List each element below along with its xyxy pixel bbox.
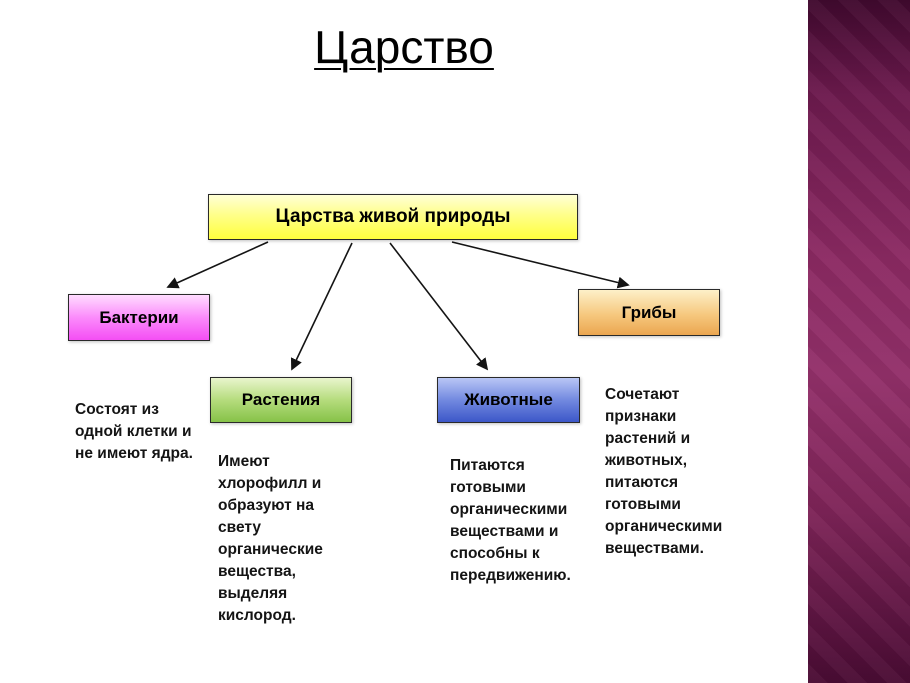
description-plants: Имеют хлорофилл и образуют на свету орга… [218, 453, 323, 624]
description-bacteria: Состоят из одной клетки и не имеют ядра. [75, 401, 193, 462]
node-root-label: Царства живой природы [275, 206, 511, 227]
page-title-text: Царство [314, 21, 494, 73]
decorative-stripe [808, 0, 910, 683]
description-fungi: Сочетают признаки растений и животных, п… [605, 386, 723, 557]
node-animals: Животные [437, 377, 580, 423]
node-fungi-label: Грибы [621, 302, 677, 322]
description-animals: Питаются готовыми органическими вещества… [450, 457, 571, 584]
node-plants: Растения [210, 377, 352, 423]
node-fungi: Грибы [578, 289, 720, 336]
node-bacteria-label: Бактерии [99, 307, 179, 327]
page-title: Царство [0, 20, 808, 74]
node-root-kingdoms: Царства живой природы [208, 194, 578, 240]
node-bacteria: Бактерии [68, 294, 210, 341]
node-animals-label: Животные [464, 390, 553, 409]
node-plants-label: Растения [241, 390, 321, 409]
